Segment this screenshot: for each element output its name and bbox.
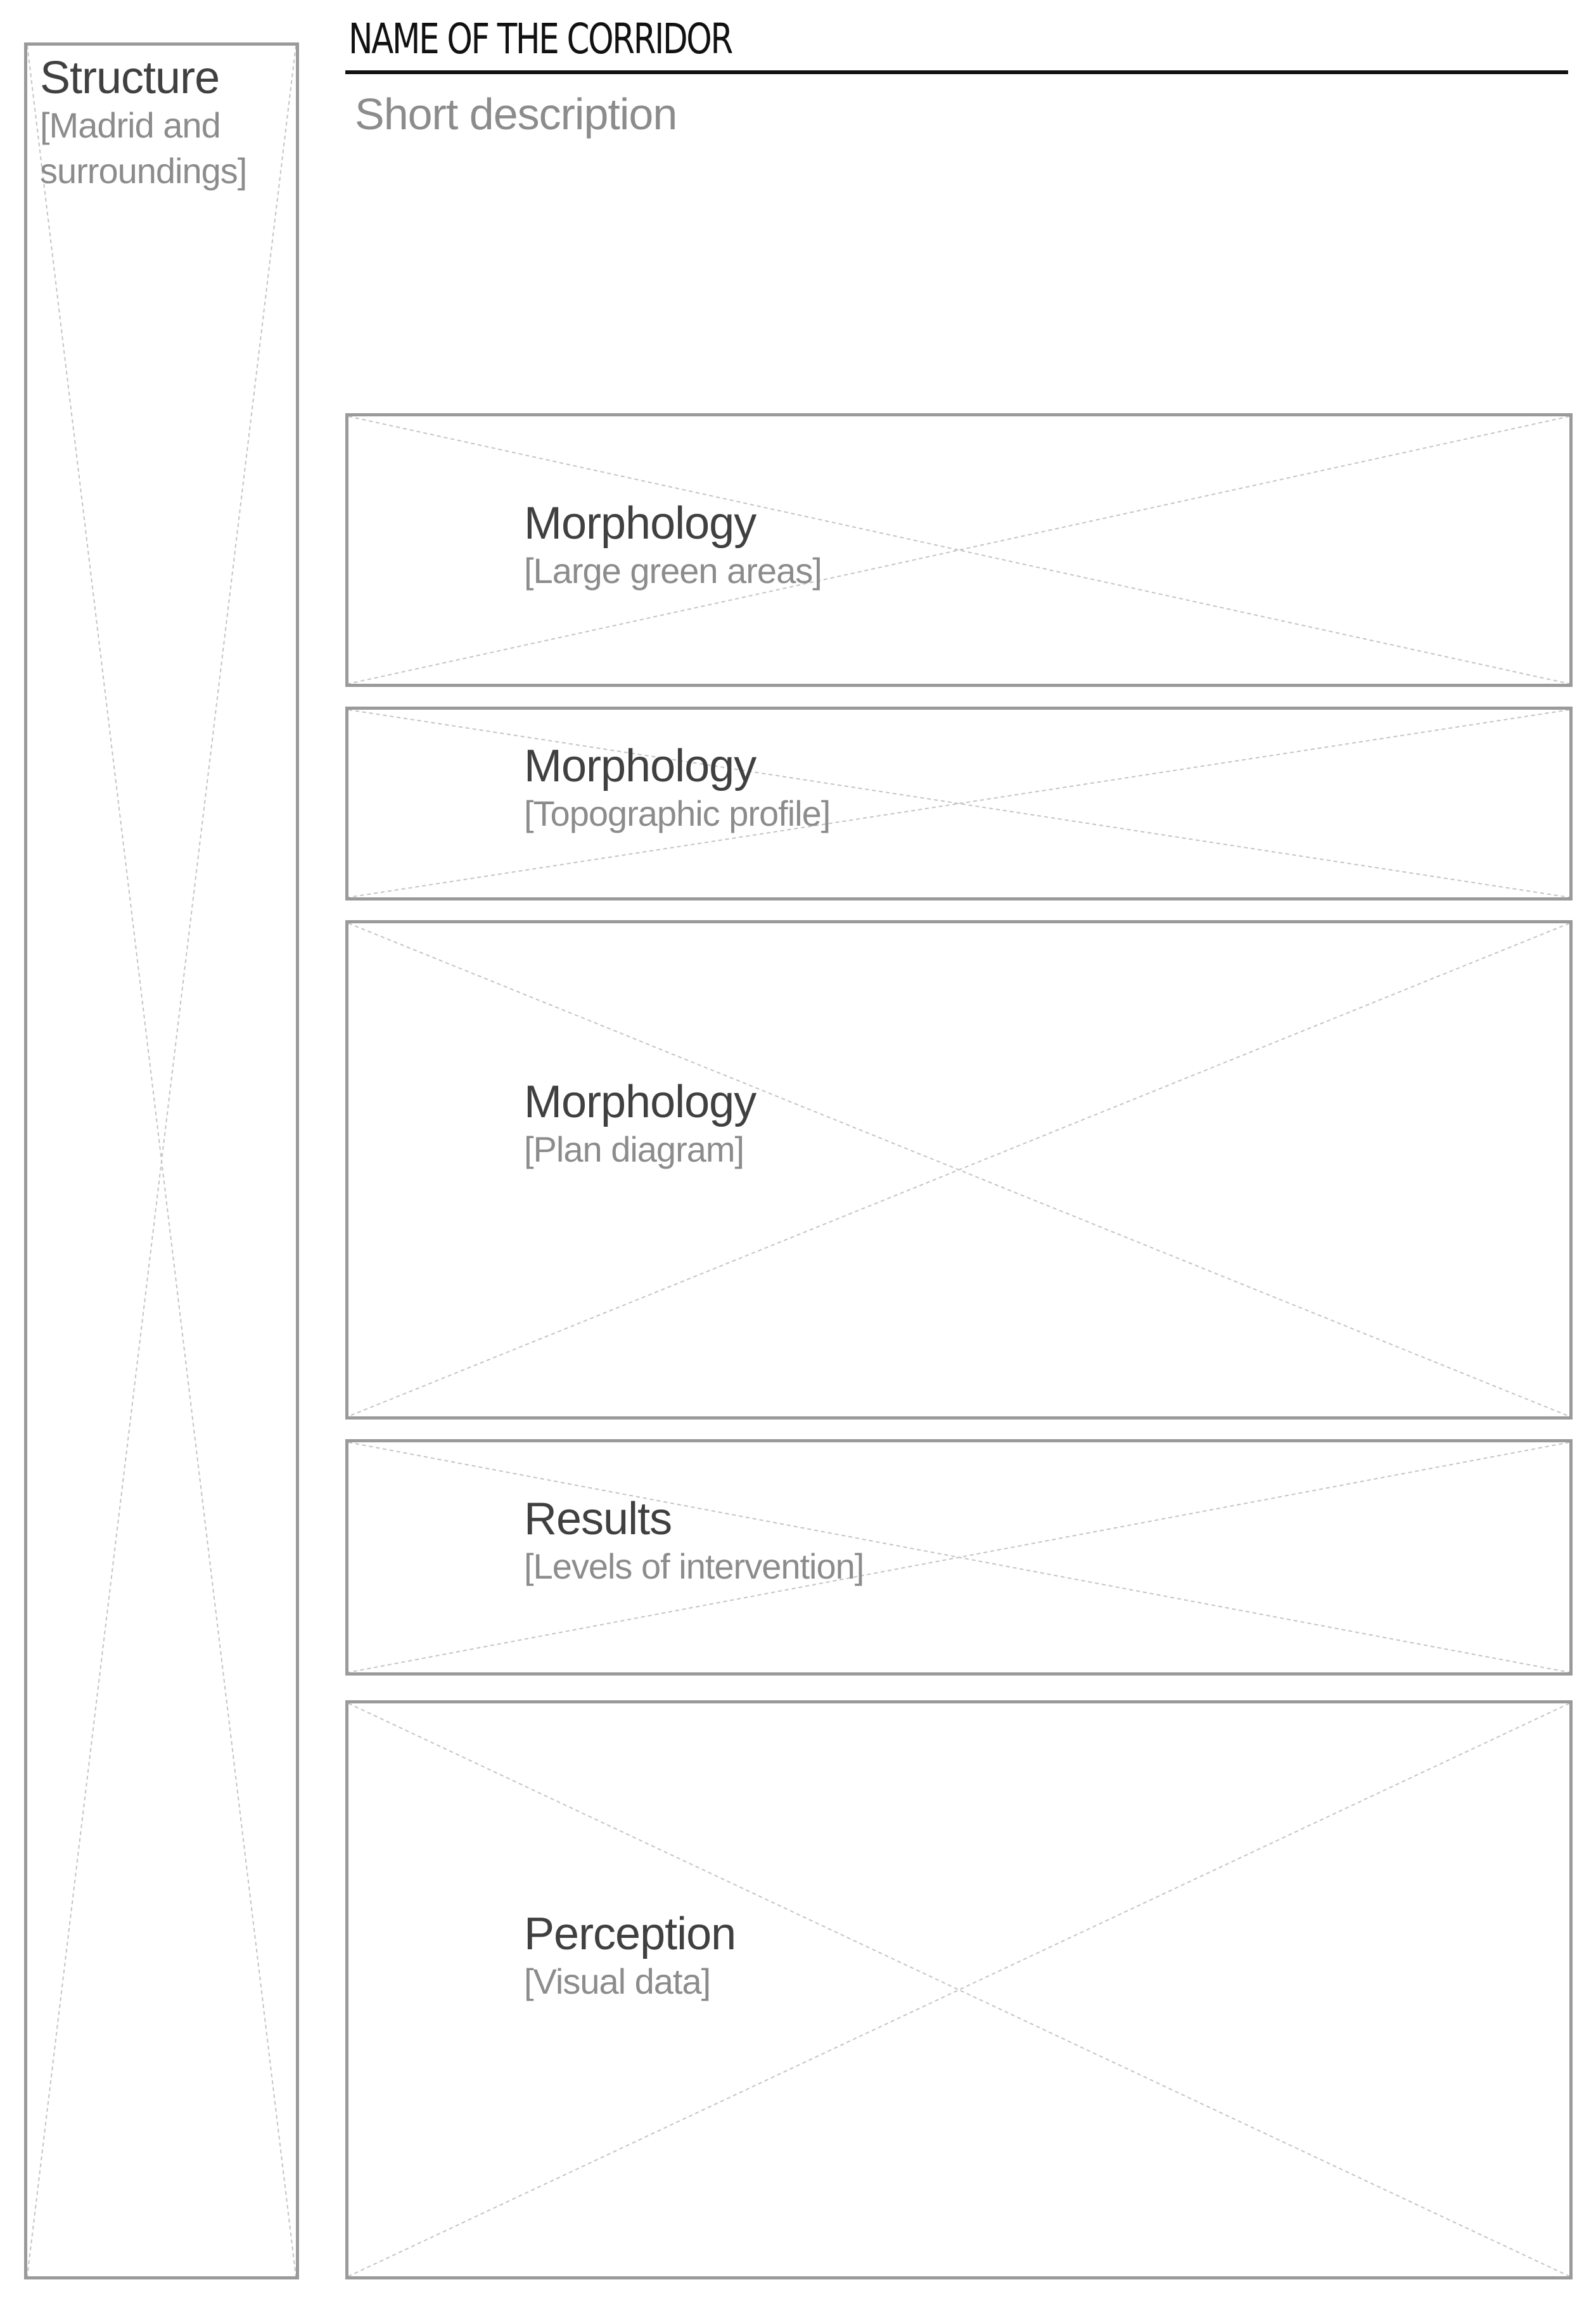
page-title: NAME OF THE CORRIDOR [348,15,733,63]
panel-title: Morphology [524,498,757,549]
panel-label: Morphology [Topographic profile] [524,741,831,836]
panel-title: Perception [524,1909,736,1959]
panel-subtitle: [Topographic profile] [524,793,831,833]
morphology-green-areas-panel: Morphology [Large green areas] [345,413,1573,687]
morphology-plan-diagram-panel: Morphology [Plan diagram] [345,920,1573,1420]
placeholder-cross [27,46,296,2276]
panel-title: Structure [40,53,220,103]
morphology-topographic-profile-panel: Morphology [Topographic profile] [345,707,1573,901]
perception-visual-data-panel: Perception [Visual data] [345,1700,1573,2279]
panel-subtitle: [Levels of intervention] [524,1546,864,1586]
structure-label: Structure [Madrid and surroundings] [40,53,281,194]
page-description: Short description [355,89,677,139]
panel-title: Results [524,1494,672,1544]
panel-subtitle: [Visual data] [524,1961,711,2001]
panel-label: Morphology [Large green areas] [524,499,822,594]
panel-subtitle: [Large green areas] [524,551,822,591]
panel-label: Morphology [Plan diagram] [524,1077,757,1172]
panel-subtitle: [Plan diagram] [524,1129,744,1169]
title-underline [345,70,1568,74]
panel-label: Perception [Visual data] [524,1909,736,2004]
panel-subtitle: [Madrid and surroundings] [40,105,247,191]
panel-title: Morphology [524,741,757,792]
panel-title: Morphology [524,1077,757,1127]
panel-label: Results [Levels of intervention] [524,1494,864,1589]
results-levels-panel: Results [Levels of intervention] [345,1439,1573,1676]
structure-panel: Structure [Madrid and surroundings] [24,42,299,2279]
